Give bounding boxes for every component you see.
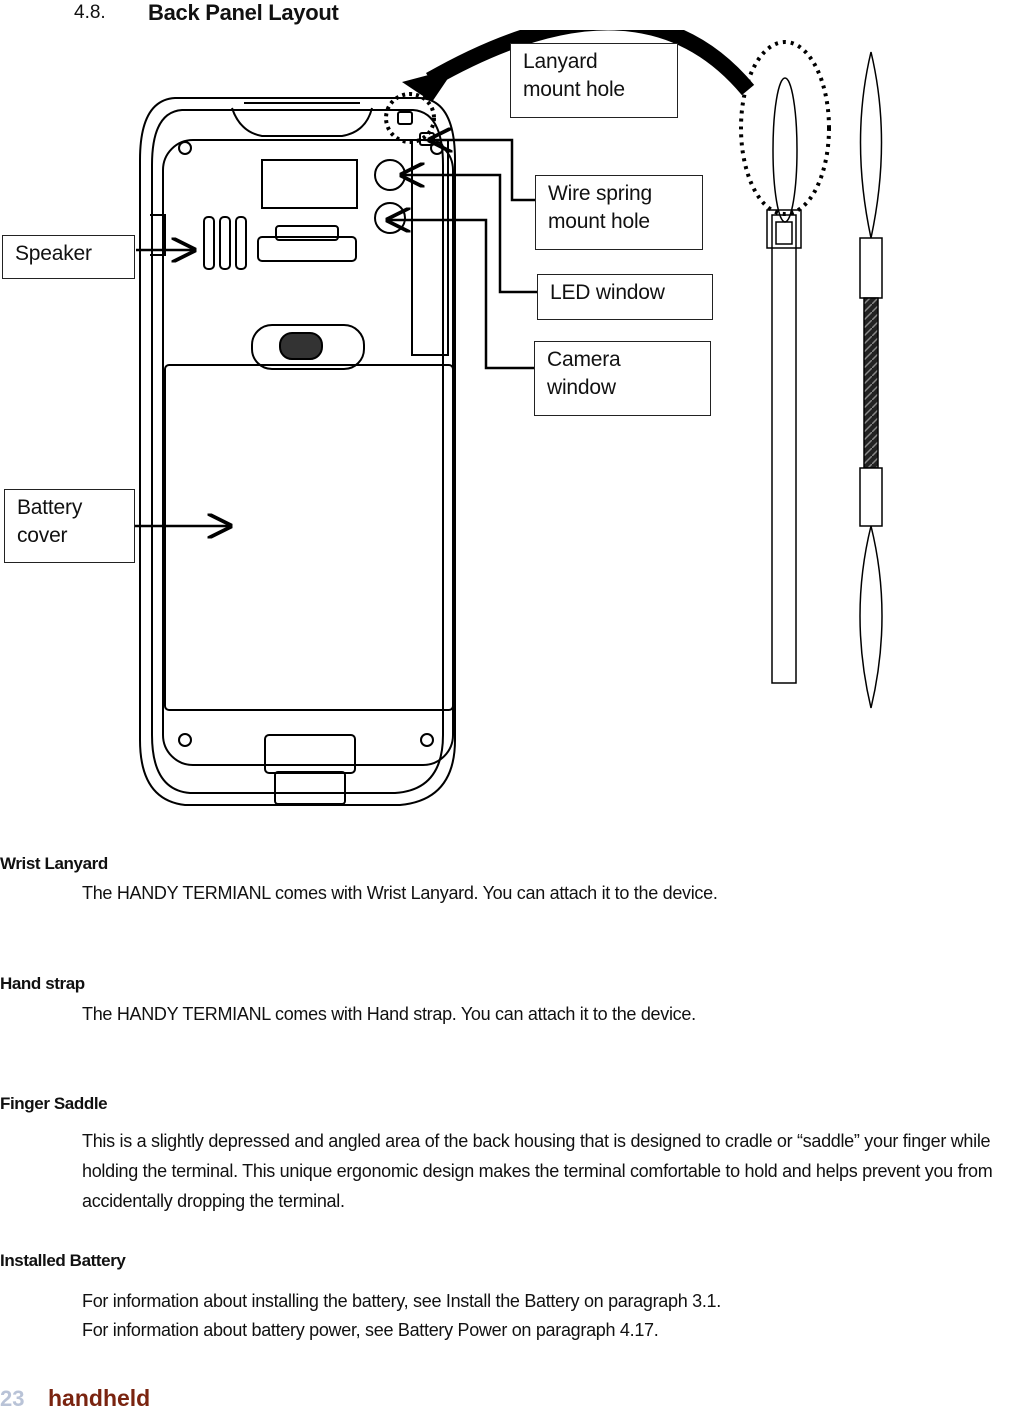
para-hand-strap: The HANDY TERMIANL comes with Hand strap… [82,1004,696,1024]
callout-camera-window: Camera window [534,341,711,416]
heading-wrist-lanyard: Wrist Lanyard [0,854,108,873]
attach-arrow [426,30,755,96]
footer-page-number: 23 [0,1386,25,1411]
callout-lanyard-mount-hole: Lanyard mount hole [510,43,678,118]
section-title: Back Panel Layout [148,0,339,25]
heading-installed-battery: Installed Battery [0,1251,126,1270]
para-installed-battery-1: For information about installing the bat… [82,1291,721,1311]
para-finger-saddle: This is a slightly depressed and angled … [82,1131,993,1211]
wrist-lanyard [766,77,802,684]
callout-wire-spring-mount-hole: Wire spring mount hole [535,175,703,250]
section-number: 4.8. [74,2,106,23]
footer-brand: handheld [48,1385,151,1411]
para-installed-battery-2: For information about battery power, see… [82,1320,659,1340]
back-panel-drawing [135,30,883,806]
callout-led-window: LED window [537,274,713,320]
callout-battery-cover: Battery cover [4,489,135,563]
device-body [139,97,456,806]
callout-speaker: Speaker [2,235,135,279]
back-panel-figure: Lanyard mount hole Wire spring mount hol… [0,30,1018,820]
leader-lines [135,140,537,526]
lanyard-hole-highlight [384,92,436,144]
para-wrist-lanyard: The HANDY TERMIANL comes with Wrist Lany… [82,883,718,903]
heading-finger-saddle: Finger Saddle [0,1094,108,1113]
lanyard-loop-highlight [739,40,831,216]
hand-strap [859,51,883,709]
heading-hand-strap: Hand strap [0,974,85,993]
attach-arrow-head [402,68,455,102]
